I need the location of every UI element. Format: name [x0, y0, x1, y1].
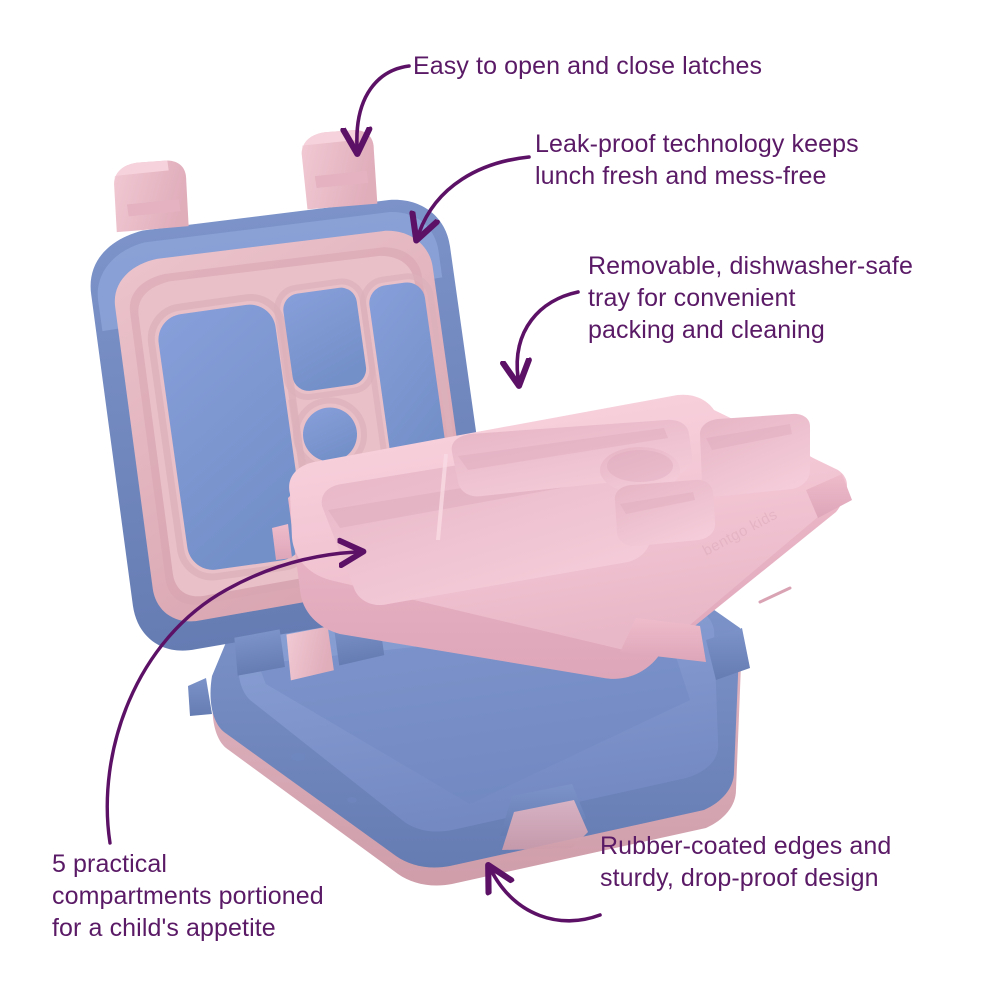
- base-right-tab: [706, 628, 750, 680]
- base-mold-dot: [291, 753, 305, 761]
- latch-left-hook: [127, 199, 181, 217]
- tray-notch-right: [806, 474, 852, 518]
- tray-grip-slot: [758, 586, 792, 604]
- tray-compartment-right-upper: [700, 413, 810, 497]
- callout-leakproof: Leak-proof technology keeps lunch fresh …: [535, 130, 859, 190]
- tray-compartment-right-lower: [614, 479, 716, 547]
- callout-removable-tray: Removable, dishwasher-safe tray for conv…: [588, 252, 913, 344]
- lid-imprint-right: [369, 282, 446, 470]
- tray-comp-rl-shadow: [620, 492, 695, 514]
- latch-right-hook: [314, 170, 369, 188]
- latch-left-top-lip: [114, 160, 169, 185]
- lid-imprint-top: [283, 287, 367, 391]
- removable-tray[interactable]: bentgo kids: [272, 394, 852, 679]
- tray-notch-front: [620, 618, 706, 662]
- tray-divider-highlight: [436, 453, 448, 541]
- lid-imprints: [147, 273, 456, 581]
- lid-imprint-main: [158, 304, 305, 570]
- tray-compartment-round: [600, 447, 680, 493]
- callout-rubber-edges: Rubber-coated edges and sturdy, drop-pro…: [600, 832, 892, 892]
- tray-compartment-top-shadow: [458, 428, 668, 470]
- callout-latches: Easy to open and close latches: [413, 52, 763, 80]
- base-front-tab-rim: [502, 800, 588, 850]
- callout-compartments: 5 practical compartments portioned for a…: [52, 850, 324, 942]
- base-mold-dot-2: [347, 797, 357, 803]
- tray-comp-ru-shadow: [706, 424, 792, 450]
- lid-imprint-round: [303, 407, 358, 462]
- lid-latch-left[interactable]: [108, 156, 193, 236]
- lid-latch-right[interactable]: [297, 126, 382, 214]
- tray-compartment-round-shadow: [607, 450, 673, 482]
- base-side-tab-left: [188, 678, 212, 716]
